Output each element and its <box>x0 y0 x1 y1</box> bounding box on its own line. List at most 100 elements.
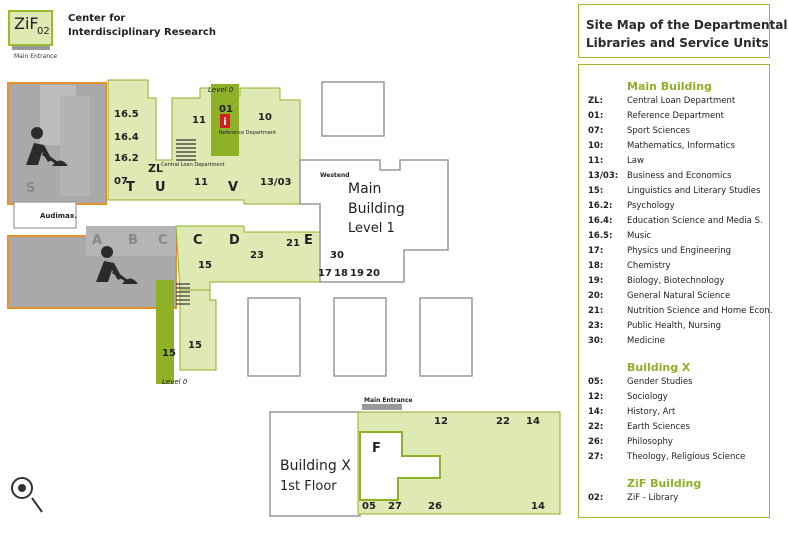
legend-title-line2: Libraries and Service Units <box>586 36 769 50</box>
legend-item-code: 27: <box>588 452 604 462</box>
compass-icon <box>11 477 43 513</box>
room-11-a: 11 <box>192 115 206 126</box>
legend-item-name: Public Health, Nursing <box>627 321 721 331</box>
legend-item-code: ZL: <box>588 96 603 106</box>
main-entrance-label: Main Entrance <box>364 397 413 404</box>
legend-item-name: Gender Studies <box>627 377 693 387</box>
legend-item-code: 02: <box>588 493 604 503</box>
area-letter-s: S <box>26 181 35 196</box>
center-title-line2: Interdisciplinary Research <box>68 27 216 38</box>
legend-item-code: 16.4: <box>588 216 613 226</box>
room-23: 23 <box>250 250 264 261</box>
level0-top-label: Level 0 <box>208 86 234 94</box>
legend-item-name: General Natural Science <box>627 291 731 301</box>
central-loan-label: Central Loan Department <box>161 162 225 168</box>
legend-item-name: Nutrition Science and Home Econ. <box>627 306 773 316</box>
legend-item-name: Medicine <box>627 336 665 346</box>
area-label-zl: ZL <box>148 162 163 175</box>
room-07: 07 <box>114 176 128 187</box>
room-01: 01 <box>219 104 233 115</box>
zif-logo-text: ZiF <box>14 14 39 33</box>
reference-label: Reference Department <box>219 130 276 136</box>
room-16-4: 16.4 <box>114 132 139 143</box>
room-x-27: 27 <box>388 501 402 512</box>
legend-item-code: 07: <box>588 126 604 136</box>
legend-item-code: 12: <box>588 392 604 402</box>
legend-item-code: 26: <box>588 437 604 447</box>
center-title-line1: Center for <box>68 13 126 24</box>
legend-item-name: History, Art <box>627 407 676 417</box>
building-x-title-1: Building X <box>280 458 351 474</box>
stairs-icon <box>176 139 196 161</box>
room-11-b: 11 <box>194 177 208 188</box>
legend-item-name: ZiF - Library <box>627 493 679 503</box>
room-15-c: 15 <box>162 348 176 359</box>
building-x-floor <box>269 404 561 517</box>
legend-item-name: Sociology <box>627 392 668 402</box>
legend-title-box <box>578 4 770 58</box>
construction-area-s <box>7 82 107 205</box>
room-15-a: 15 <box>198 260 212 271</box>
area-letter-d: D <box>229 233 240 248</box>
legend-title: Site Map of the Departmental Libraries a… <box>586 16 787 52</box>
area-letter-v: V <box>228 180 238 195</box>
legend-item-name: Earth Sciences <box>627 422 690 432</box>
legend-item-name: Sport Sciences <box>627 126 690 136</box>
room-17: 17 <box>318 268 332 279</box>
room-19: 19 <box>350 268 364 279</box>
area-letter-c: C <box>193 233 203 248</box>
audimax-label: Audimax. <box>40 212 77 220</box>
legend-item-code: 19: <box>588 276 604 286</box>
legend-item-code: 17: <box>588 246 604 256</box>
room-13-03: 13/03 <box>260 177 292 188</box>
legend-group-title: ZiF Building <box>627 477 702 490</box>
room-x-14-b: 14 <box>531 501 545 512</box>
legend-item-name: Music <box>627 231 652 241</box>
area-letter-a: A <box>92 233 102 248</box>
area-letter-c-grey: C <box>158 233 168 248</box>
site-map: i 16.5 16.4 16.2 07 11 01 10 <box>7 79 561 517</box>
legend-item-name: Law <box>627 156 644 166</box>
area-letter-e: E <box>304 233 313 248</box>
zif-logo-box <box>8 10 53 46</box>
area-letter-f: F <box>372 441 381 456</box>
legend-item-name: Central Loan Department <box>627 96 736 106</box>
level0-stair-block <box>156 280 174 384</box>
legend-item-name: Chemistry <box>627 261 671 271</box>
legend-title-line1: Site Map of the Departmental <box>586 18 788 32</box>
center-title: Center for Interdisciplinary Research <box>68 12 216 40</box>
legend-item-code: 16.2: <box>588 201 613 211</box>
legend-group-title: Main Building <box>627 80 712 93</box>
legend-item-code: 18: <box>588 261 604 271</box>
construction-worker-icon <box>96 246 138 284</box>
legend-item-name: Theology, Religious Science <box>627 452 746 462</box>
room-15-b: 15 <box>188 340 202 351</box>
area-letter-t: T <box>126 180 135 195</box>
room-16-5: 16.5 <box>114 109 139 120</box>
legend-item-code: 16.5: <box>588 231 613 241</box>
level0-bottom-label: Level 0 <box>162 378 188 386</box>
legend-item-code: 15: <box>588 186 604 196</box>
room-20: 20 <box>366 268 380 279</box>
room-16-2: 16.2 <box>114 153 139 164</box>
room-18: 18 <box>334 268 348 279</box>
construction-area-abc <box>7 226 177 309</box>
zif-logo-shadow <box>12 46 50 50</box>
building-x-title-2: 1st Floor <box>280 479 337 494</box>
room-x-26: 26 <box>428 501 442 512</box>
legend-item-code: 11: <box>588 156 604 166</box>
legend-item-code: 30: <box>588 336 604 346</box>
westend-label: Westend <box>320 172 350 179</box>
room-21: 21 <box>286 238 300 249</box>
legend-item-code: 13/03: <box>588 171 619 181</box>
room-x-22: 22 <box>496 416 510 427</box>
room-x-05: 05 <box>362 501 376 512</box>
area-letter-b: B <box>128 233 138 248</box>
room-x-14-a: 14 <box>526 416 540 427</box>
area-letter-u: U <box>155 180 166 195</box>
zif-logo-number: 02 <box>37 26 50 37</box>
legend-item-name: Linguistics and Literary Studies <box>627 186 761 196</box>
legend-item-name: Psychology <box>627 201 675 211</box>
legend-item-name: Reference Department <box>627 111 724 121</box>
info-icon <box>220 114 230 128</box>
